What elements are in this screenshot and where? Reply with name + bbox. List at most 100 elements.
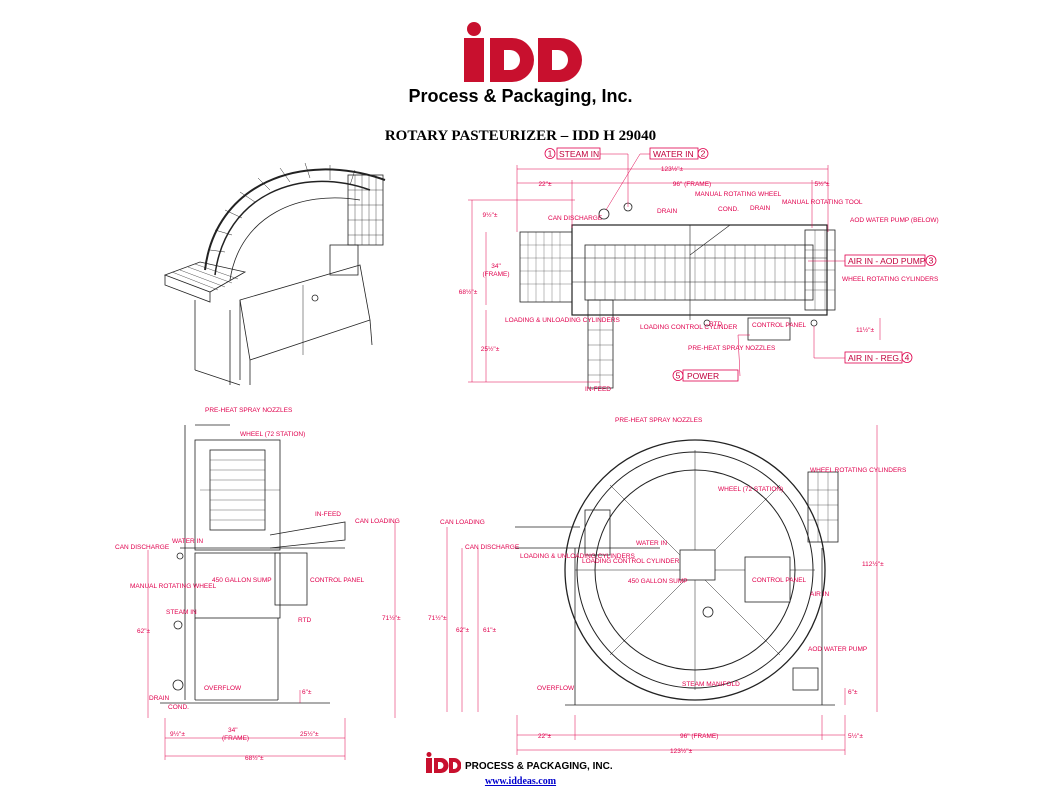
callout-steam-in: 1 STEAM IN xyxy=(544,147,601,160)
svg-text:5: 5 xyxy=(676,371,681,381)
svg-text:CAN LOADING: CAN LOADING xyxy=(355,518,400,525)
svg-text:1: 1 xyxy=(548,149,553,159)
side-view-dimensions xyxy=(147,522,396,760)
svg-text:CONTROL PANEL: CONTROL PANEL xyxy=(752,577,807,584)
callout-air-in-reg: 4 AIR IN - REG. xyxy=(844,351,913,364)
svg-text:MANUAL ROTATING WHEEL: MANUAL ROTATING WHEEL xyxy=(695,191,782,198)
svg-text:2: 2 xyxy=(701,149,706,159)
svg-text:123½"±: 123½"± xyxy=(670,747,693,755)
svg-text:OVERFLOW: OVERFLOW xyxy=(204,685,242,692)
svg-text:RTD: RTD xyxy=(709,321,723,328)
svg-text:(FRAME): (FRAME) xyxy=(222,735,249,742)
svg-text:CAN DISCHARGE: CAN DISCHARGE xyxy=(115,544,170,551)
svg-text:WHEEL ROTATING CYLINDERS: WHEEL ROTATING CYLINDERS xyxy=(842,276,939,283)
svg-text:22"±: 22"± xyxy=(538,733,552,740)
svg-text:4: 4 xyxy=(905,353,910,363)
svg-text:LOADING & UNLOADING CYLINDERS: LOADING & UNLOADING CYLINDERS xyxy=(505,317,621,324)
svg-text:450 GALLON SUMP: 450 GALLON SUMP xyxy=(212,577,272,584)
svg-text:68½"±: 68½"± xyxy=(245,754,264,762)
dim-overall: 123½"± xyxy=(661,165,684,173)
svg-text:3: 3 xyxy=(929,256,934,266)
svg-text:71½"±: 71½"± xyxy=(428,614,447,622)
dim-top-small: 9½"± xyxy=(483,211,498,219)
svg-text:MANUAL ROTATING WHEEL: MANUAL ROTATING WHEEL xyxy=(130,583,217,590)
svg-text:OVERFLOW: OVERFLOW xyxy=(537,685,575,692)
svg-text:WHEEL ROTATING CYLINDERS: WHEEL ROTATING CYLINDERS xyxy=(810,467,907,474)
top-view xyxy=(519,202,836,389)
dim-frame-v2: (FRAME) xyxy=(482,271,509,278)
svg-text:CAN DISCHARGE: CAN DISCHARGE xyxy=(548,215,603,222)
svg-text:IN-FEED: IN-FEED xyxy=(585,386,611,393)
drawing-title: ROTARY PASTEURIZER – IDD H 29040 xyxy=(384,128,657,144)
svg-text:STEAM IN: STEAM IN xyxy=(166,609,197,616)
svg-text:61"±: 61"± xyxy=(483,627,497,634)
footer-website-link[interactable]: www.iddeas.com xyxy=(484,776,557,787)
svg-text:DRAIN: DRAIN xyxy=(750,205,771,212)
top-view-labels: 123½"± 22"± 96" (FRAME) 5½"± 9½"± 34" (F… xyxy=(459,165,939,393)
svg-text:CONTROL PANEL: CONTROL PANEL xyxy=(752,322,807,329)
dim-lower-v: 25½"± xyxy=(481,345,500,353)
svg-text:AIR IN - REG.: AIR IN - REG. xyxy=(848,353,901,363)
footer-idd-logo xyxy=(426,752,461,773)
svg-text:CAN LOADING: CAN LOADING xyxy=(440,519,485,526)
dim-overall-v: 68½"± xyxy=(459,288,478,296)
footer-company: PROCESS & PACKAGING, INC. xyxy=(465,761,613,772)
dim-frame-v: 34" xyxy=(491,263,501,270)
svg-text:PRE-HEAT SPRAY NOZZLES: PRE-HEAT SPRAY NOZZLES xyxy=(615,417,703,424)
idd-logo xyxy=(464,22,582,82)
dim-panel-v: 11½"± xyxy=(856,326,874,334)
svg-text:POWER: POWER xyxy=(687,371,719,381)
svg-text:WHEEL (72 STATION): WHEEL (72 STATION) xyxy=(240,431,305,438)
svg-text:AIR IN - AOD PUMP: AIR IN - AOD PUMP xyxy=(848,256,926,266)
dim-right: 5½"± xyxy=(815,180,830,188)
svg-text:LOADING CONTROL CYLINDER: LOADING CONTROL CYLINDER xyxy=(582,558,680,565)
svg-text:MANUAL ROTATING TOOL: MANUAL ROTATING TOOL xyxy=(782,199,863,206)
svg-text:COND.: COND. xyxy=(168,704,189,711)
svg-text:PRE-HEAT SPRAY NOZZLES: PRE-HEAT SPRAY NOZZLES xyxy=(688,345,776,352)
front-view-labels: PRE-HEAT SPRAY NOZZLES WHEEL (72 STATION… xyxy=(428,417,907,755)
front-view-dimensions xyxy=(446,425,878,755)
svg-text:62"±: 62"± xyxy=(137,628,151,635)
side-view xyxy=(160,424,346,704)
svg-text:DRAIN: DRAIN xyxy=(657,208,678,215)
svg-text:LOADING CONTROL CYLINDER: LOADING CONTROL CYLINDER xyxy=(640,324,738,331)
svg-text:25½"±: 25½"± xyxy=(300,730,319,738)
svg-text:RTD: RTD xyxy=(298,617,312,624)
svg-text:96" (FRAME): 96" (FRAME) xyxy=(680,733,718,740)
dim-frame: 96" (FRAME) xyxy=(673,181,711,188)
svg-text:PRE-HEAT SPRAY NOZZLES: PRE-HEAT SPRAY NOZZLES xyxy=(205,407,293,414)
svg-text:IN-FEED: IN-FEED xyxy=(315,511,341,518)
svg-text:AIR IN: AIR IN xyxy=(810,591,829,598)
svg-text:AOD WATER PUMP (BELOW): AOD WATER PUMP (BELOW) xyxy=(850,217,939,224)
side-view-labels: PRE-HEAT SPRAY NOZZLES WHEEL (72 STATION… xyxy=(115,407,401,762)
company-name: Process & Packaging, Inc. xyxy=(408,86,633,106)
svg-text:71½"±: 71½"± xyxy=(382,614,401,622)
svg-text:CONTROL PANEL: CONTROL PANEL xyxy=(310,577,365,584)
isometric-view xyxy=(163,162,386,386)
svg-text:LOADING & UNLOADING CYLINDERS: LOADING & UNLOADING CYLINDERS xyxy=(520,553,636,560)
svg-text:6"±: 6"± xyxy=(848,689,858,696)
svg-text:9½"±: 9½"± xyxy=(170,730,185,738)
svg-text:34": 34" xyxy=(228,727,238,734)
svg-text:COND.: COND. xyxy=(718,206,739,213)
svg-text:112½"±: 112½"± xyxy=(862,560,884,568)
svg-text:STEAM IN: STEAM IN xyxy=(559,149,599,159)
callout-air-in-aod-pump: 3 AIR IN - AOD PUMP xyxy=(844,254,937,267)
front-view xyxy=(515,439,839,706)
callout-power: 5 POWER xyxy=(672,369,739,382)
dim-left: 22"± xyxy=(538,181,552,188)
svg-text:DRAIN: DRAIN xyxy=(149,695,170,702)
svg-text:STEAM MANIFOLD: STEAM MANIFOLD xyxy=(682,681,740,688)
svg-text:AOD WATER PUMP: AOD WATER PUMP xyxy=(808,646,867,653)
svg-text:WATER IN: WATER IN xyxy=(172,538,203,545)
svg-text:450 GALLON SUMP: 450 GALLON SUMP xyxy=(628,578,688,585)
svg-text:62"±: 62"± xyxy=(456,627,470,634)
svg-text:WATER IN: WATER IN xyxy=(636,540,667,547)
svg-text:CAN DISCHARGE: CAN DISCHARGE xyxy=(465,544,520,551)
svg-text:6"±: 6"± xyxy=(302,689,312,696)
svg-text:5½"±: 5½"± xyxy=(848,732,863,740)
svg-text:WHEEL (72 STATION): WHEEL (72 STATION) xyxy=(718,486,783,493)
svg-text:WATER IN: WATER IN xyxy=(653,149,694,159)
callout-water-in: 2 WATER IN xyxy=(649,147,709,160)
